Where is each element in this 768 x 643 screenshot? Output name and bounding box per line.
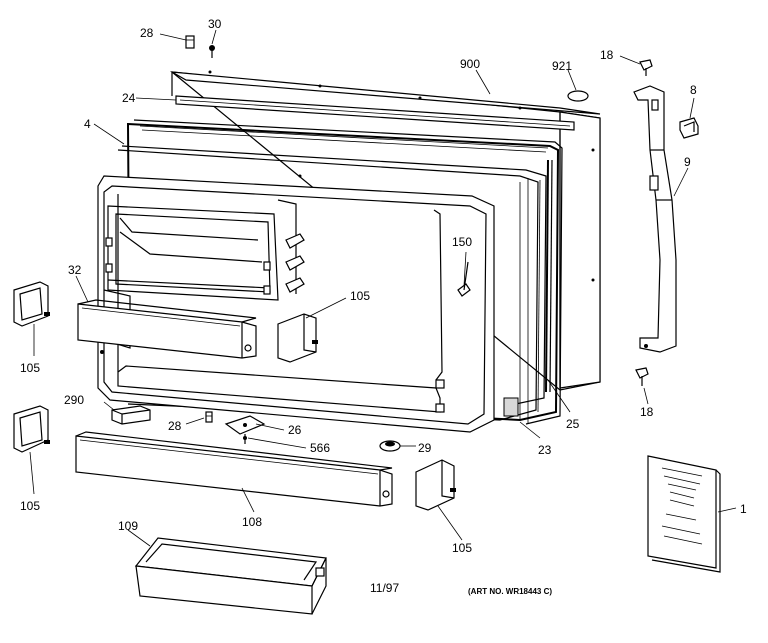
callout-28-lower: 28 <box>168 419 182 433</box>
callout-105-right: 105 <box>452 541 472 555</box>
plug-921 <box>567 90 589 102</box>
callout-32: 32 <box>68 263 82 277</box>
callout-105-left-bottom: 105 <box>20 499 40 513</box>
callout-105-left-top: 105 <box>20 361 40 375</box>
bin-109 <box>134 537 327 615</box>
bracket-26 <box>224 415 266 435</box>
callout-921: 921 <box>552 59 572 73</box>
trim-strip <box>175 95 575 131</box>
handle-clip-8 <box>679 117 699 139</box>
bin-105-right <box>415 459 456 511</box>
bin-105-left-bottom <box>13 405 50 453</box>
callout-105-middle: 105 <box>350 289 370 303</box>
owners-manual-1 <box>647 455 721 573</box>
callout-30: 30 <box>208 17 222 31</box>
screw-28-top <box>185 35 195 49</box>
callout-28-top: 28 <box>140 26 154 40</box>
screw-18-bottom <box>635 367 649 386</box>
footer-art-number: (ART NO. WR18443 C) <box>468 587 552 596</box>
callout-24: 24 <box>122 91 136 105</box>
door-handle-9 <box>633 85 677 353</box>
leader-lines <box>29 29 737 547</box>
screw-150 <box>457 261 471 297</box>
callout-25: 25 <box>566 417 580 431</box>
bin-105-left-top <box>13 281 50 327</box>
callout-9: 9 <box>684 155 691 169</box>
callout-23: 23 <box>538 443 552 457</box>
door-liner <box>97 174 495 433</box>
shelf-rail-32 <box>77 299 257 359</box>
callout-labels: 28 30 900 921 18 8 24 4 9 150 32 105 105… <box>20 17 747 596</box>
side-strips <box>545 159 553 393</box>
callout-8: 8 <box>690 83 697 97</box>
callout-290: 290 <box>64 393 84 407</box>
callout-18-bottom: 18 <box>640 405 654 419</box>
screw-18-top <box>639 59 653 76</box>
callout-26: 26 <box>288 423 302 437</box>
screw-28-lower <box>205 411 213 423</box>
callout-29: 29 <box>418 441 432 455</box>
callout-566: 566 <box>310 441 330 455</box>
callout-18-top: 18 <box>600 48 614 62</box>
screw-566 <box>243 434 247 444</box>
grommet-29 <box>379 440 401 452</box>
callout-108: 108 <box>242 515 262 529</box>
callout-4: 4 <box>84 117 91 131</box>
callout-900: 900 <box>460 57 480 71</box>
callout-109: 109 <box>118 519 138 533</box>
door-rail-108 <box>75 431 393 507</box>
bin-105-middle <box>277 313 318 363</box>
screw-30 <box>209 45 215 58</box>
callout-150: 150 <box>452 235 472 249</box>
foam-block-290 <box>111 405 151 425</box>
callout-1: 1 <box>740 502 747 516</box>
footer-date: 11/97 <box>370 581 399 595</box>
